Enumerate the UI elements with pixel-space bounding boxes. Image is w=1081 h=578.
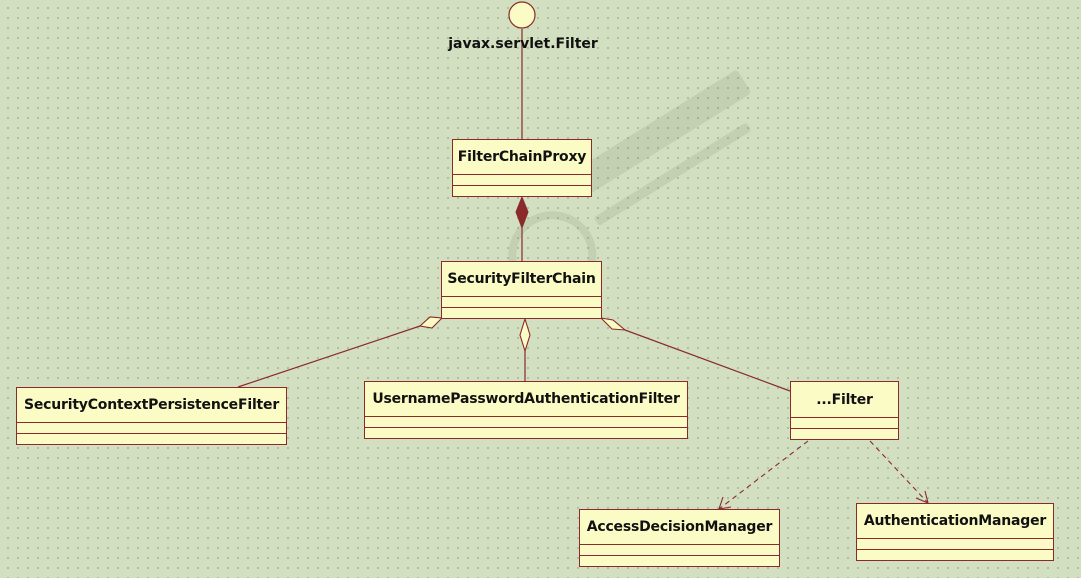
interface-circle <box>508 1 536 29</box>
aggregation-diamond-right <box>599 317 627 331</box>
aggregation-line-left <box>237 325 421 388</box>
class-other-filter[interactable]: ...Filter <box>790 381 899 440</box>
attributes-compartment <box>442 296 601 307</box>
aggregation-diamond-left <box>418 316 444 329</box>
class-access-decision-manager[interactable]: AccessDecisionManager <box>579 509 780 567</box>
operations-compartment <box>17 433 286 444</box>
operations-compartment <box>442 307 601 318</box>
operations-compartment <box>580 555 779 566</box>
operations-compartment <box>791 428 898 439</box>
class-username-password-authentication-filter[interactable]: UsernamePasswordAuthenticationFilter <box>364 381 688 439</box>
class-name: SecurityFilterChain <box>447 271 596 287</box>
class-security-filter-chain[interactable]: SecurityFilterChain <box>441 261 602 319</box>
attributes-compartment <box>580 544 779 555</box>
aggregation-line-right <box>624 329 791 392</box>
attributes-compartment <box>17 422 286 433</box>
class-authentication-manager[interactable]: AuthenticationManager <box>856 503 1054 561</box>
attributes-compartment <box>857 538 1053 549</box>
operations-compartment <box>857 549 1053 560</box>
class-security-context-persistence-filter[interactable]: SecurityContextPersistenceFilter <box>16 387 287 445</box>
class-name: AccessDecisionManager <box>586 519 773 535</box>
operations-compartment <box>365 427 687 438</box>
attributes-compartment <box>453 174 591 185</box>
attributes-compartment <box>791 417 898 428</box>
class-name: ...Filter <box>816 391 873 408</box>
dependency-line-access <box>718 440 809 510</box>
class-name: FilterChainProxy <box>457 149 587 165</box>
attributes-compartment <box>365 416 687 427</box>
dependency-line-auth <box>869 440 929 504</box>
class-filter-chain-proxy[interactable]: FilterChainProxy <box>452 139 592 197</box>
composition-diamond <box>515 195 529 230</box>
operations-compartment <box>453 185 591 196</box>
class-name: AuthenticationManager <box>863 513 1047 529</box>
class-name: SecurityContextPersistenceFilter <box>23 397 280 413</box>
class-name: UsernamePasswordAuthenticationFilter <box>372 391 680 407</box>
aggregation-diamond-center <box>519 317 531 353</box>
interface-label: javax.servlet.Filter <box>448 36 598 52</box>
